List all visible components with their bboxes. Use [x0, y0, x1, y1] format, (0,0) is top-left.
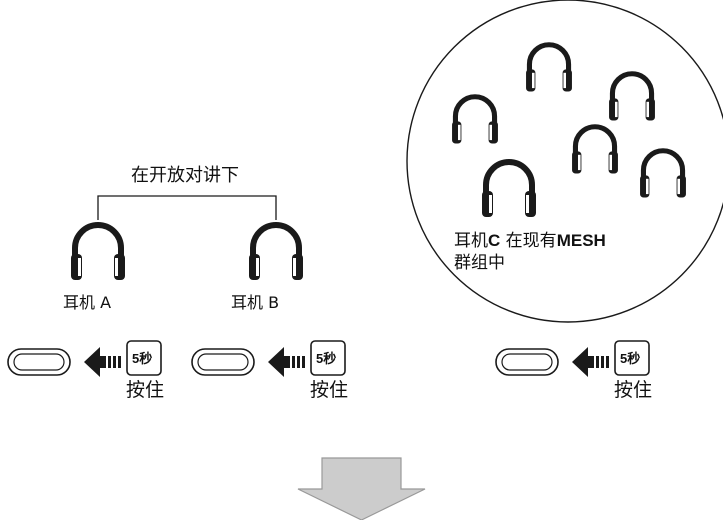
group-text: 群组中	[454, 253, 505, 273]
headset-b-label: 耳机 B	[231, 293, 280, 312]
press-hold-label: 按住	[310, 379, 349, 401]
headset-a-label: 耳机 A	[63, 293, 112, 312]
button-oval-icon	[7, 348, 71, 376]
press-hold-label: 按住	[614, 379, 653, 401]
open-intercom-label: 在开放对讲下	[131, 165, 239, 186]
press-hold-label: 按住	[126, 379, 165, 401]
button-oval-icon	[191, 348, 255, 376]
bracket-line	[97, 195, 277, 220]
headset-c-letter: C	[488, 231, 501, 250]
button-oval-icon	[495, 348, 559, 376]
headset-b-icon	[249, 225, 303, 280]
key-5s-label: 5秒	[620, 351, 641, 366]
press-arrow-icon	[572, 347, 609, 377]
mesh-text: MESH	[556, 231, 606, 250]
press-arrow-icon	[84, 347, 121, 377]
key-5s-label: 5秒	[132, 351, 153, 366]
press-arrow-icon	[268, 347, 305, 377]
down-arrow-icon	[297, 457, 426, 521]
headset-c-label: 耳机C 在现有MESH 群组中	[454, 230, 606, 274]
headset-c-mid: 在现有	[500, 231, 557, 251]
headset-c-prefix: 耳机	[454, 231, 488, 251]
headset-a-icon	[71, 225, 125, 280]
key-5s-label: 5秒	[316, 351, 337, 366]
